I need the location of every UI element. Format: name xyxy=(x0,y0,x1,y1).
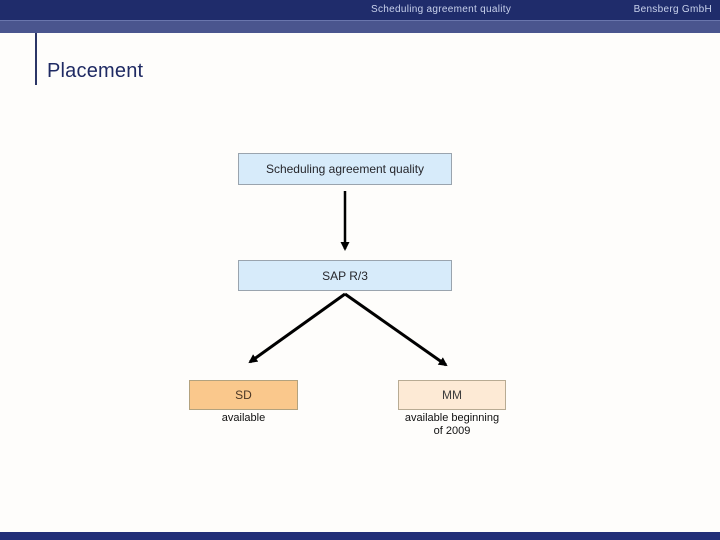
title-vertical-rule xyxy=(35,33,37,85)
header-company-name: Bensberg GmbH xyxy=(633,4,712,15)
diagram-box-mm: MM xyxy=(398,380,506,410)
header-subbar xyxy=(0,20,720,33)
diagram-box-sd: SD xyxy=(189,380,298,410)
page-title: Placement xyxy=(47,60,144,82)
arrow-sap-to-sd xyxy=(248,292,346,364)
mm-caption-line1: available beginning xyxy=(404,412,500,424)
arrow-sap-to-mm xyxy=(344,292,448,367)
header-bar: Scheduling agreement quality Bensberg Gm… xyxy=(0,0,720,20)
sd-availability-caption: available xyxy=(221,412,266,424)
diagram-box-sap-r3: SAP R/3 xyxy=(238,260,452,291)
diagram-box-scheduling-agreement-quality: Scheduling agreement quality xyxy=(238,153,452,185)
mm-caption-line2: of 2009 xyxy=(433,425,471,437)
header-title: Scheduling agreement quality xyxy=(371,4,512,15)
mm-availability-caption: available beginning of 2009 xyxy=(386,412,518,438)
footer-bar xyxy=(0,532,720,540)
